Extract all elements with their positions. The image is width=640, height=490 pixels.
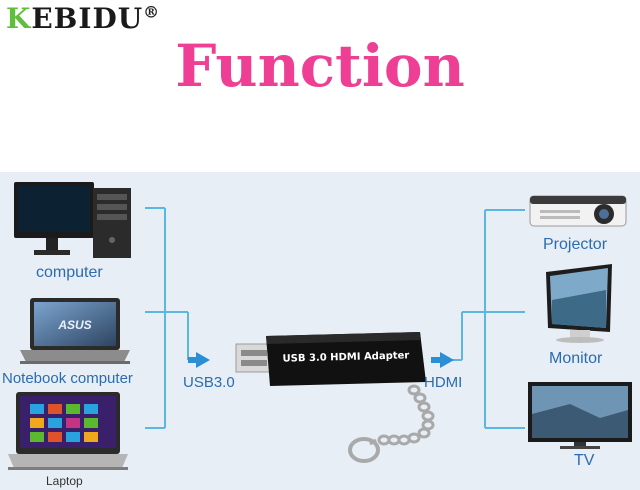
label-computer: computer: [36, 264, 103, 281]
usb-hdmi-adapter: [235, 332, 426, 386]
label-laptop: Laptop: [46, 474, 83, 488]
notebook-computer-icon: [20, 298, 130, 364]
label-notebook-computer: Notebook computer: [2, 370, 133, 387]
brand-name: EBIDU: [31, 2, 144, 35]
label-usb-port: USB3.0: [183, 374, 235, 391]
projector-icon: [529, 195, 627, 227]
output-connector-lines: [431, 209, 525, 429]
input-arrow-icon: [196, 352, 210, 368]
output-arrow-icon: [440, 352, 454, 368]
label-tv: TV: [574, 452, 595, 469]
input-connector-lines: [145, 207, 189, 429]
notebook-brand-text: ASUS: [57, 318, 91, 332]
brand-first-letter: K: [6, 2, 32, 35]
label-hdmi-port: HDMI: [424, 374, 463, 391]
desktop-computer-icon: [14, 182, 131, 258]
registered-mark: ®: [143, 2, 161, 22]
label-monitor: Monitor: [549, 350, 603, 367]
keychain-icon: [348, 384, 435, 463]
monitor-icon: [546, 264, 612, 343]
laptop-icon: [8, 392, 128, 470]
brand-logo: KEBIDU®: [6, 2, 160, 35]
label-projector: Projector: [543, 236, 608, 253]
tv-icon: [528, 382, 632, 449]
adapter-label: USB 3.0 HDMI Adapter: [282, 350, 409, 364]
page-title: Function: [175, 32, 465, 100]
